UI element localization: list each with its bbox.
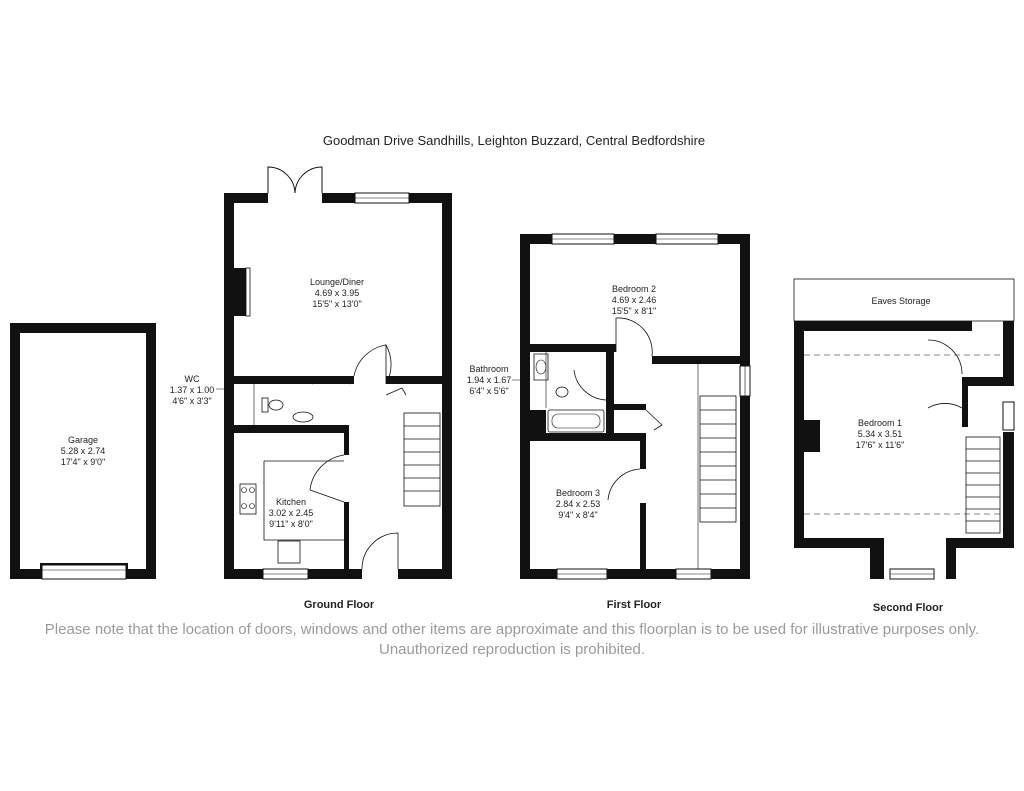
first-floor-label: First Floor [607,599,662,611]
bedroom3-name: Bedroom 3 [556,488,600,498]
first-floor-plan: Bedroom 2 4.69 x 2.46 15'5" x 8'1" Bathr… [467,233,751,580]
bathroom-imperial: 6'4" x 5'6" [469,386,508,396]
garage-name: Garage [68,435,98,445]
bedroom2-name: Bedroom 2 [612,284,656,294]
wc-metric: 1.37 x 1.00 [170,385,215,395]
eaves-name: Eaves Storage [871,296,930,306]
kitchen-metric: 3.02 x 2.45 [269,508,314,518]
garage-imperial: 17'4" x 9'0" [61,457,105,467]
lounge-name: Lounge/Diner [310,277,364,287]
bedroom2-metric: 4.69 x 2.46 [612,295,657,305]
bedroom2-imperial: 15'5" x 8'1" [612,306,656,316]
plan-title: Goodman Drive Sandhills, Leighton Buzzar… [323,133,705,148]
ground-floor-label: Ground Floor [304,599,375,611]
lounge-metric: 4.69 x 3.95 [315,288,360,298]
bedroom1-imperial: 17'6" x 11'6" [856,440,905,450]
garage-plan: Garage 5.28 x 2.74 17'4" x 9'0" [10,323,156,580]
ground-floor-plan: Lounge/Diner 4.69 x 3.95 15'5" x 13'0" W… [170,166,452,580]
garage-metric: 5.28 x 2.74 [61,446,106,456]
bedroom3-imperial: 9'4" x 8'4" [558,510,597,520]
lounge-imperial: 15'5" x 13'0" [312,299,361,309]
bathroom-name: Bathroom [469,364,508,374]
bathroom-metric: 1.94 x 1.67 [467,375,512,385]
disclaimer-text: Please note that the location of doors, … [44,621,980,658]
bedroom1-metric: 5.34 x 3.51 [858,429,903,439]
second-floor-label: Second Floor [873,602,944,614]
bedroom1-name: Bedroom 1 [858,418,902,428]
second-floor-plan: Eaves Storage Bedroom 1 5.34 x 3.51 17'6… [793,278,1015,580]
kitchen-name: Kitchen [276,497,306,507]
wc-name: WC [185,374,200,384]
bedroom3-metric: 2.84 x 2.53 [556,499,601,509]
wc-imperial: 4'6" x 3'3" [172,396,211,406]
kitchen-imperial: 9'11" x 8'0" [269,519,313,529]
